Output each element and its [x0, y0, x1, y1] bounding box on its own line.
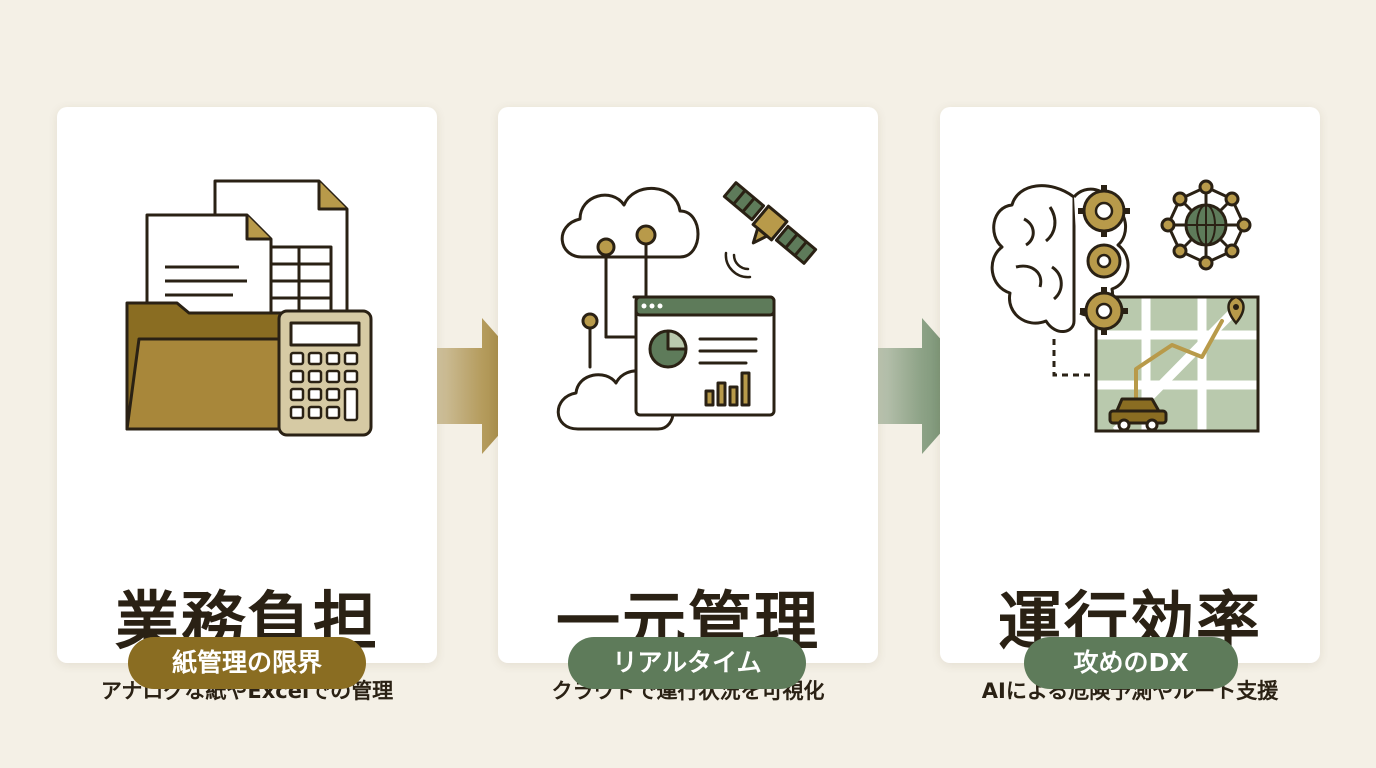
badge-paper-limit: 紙管理の限界 — [128, 637, 366, 689]
card-efficiency: 運行効率 AIによる危険予測やルート支援 — [940, 107, 1320, 703]
paper-files-calculator-icon — [125, 179, 373, 437]
badge-realtime: リアルタイム — [568, 637, 806, 689]
card-centralized: 一元管理 クラウドで運行状況を可視化 — [498, 107, 878, 703]
card-workload: 業務負担 アナログな紙やExcelでの管理 — [57, 107, 437, 703]
cloud-dashboard-satellite-icon — [556, 181, 818, 431]
ai-brain-map-route-icon — [990, 179, 1260, 435]
badge-proactive-dx: 攻めのDX — [1024, 637, 1238, 689]
